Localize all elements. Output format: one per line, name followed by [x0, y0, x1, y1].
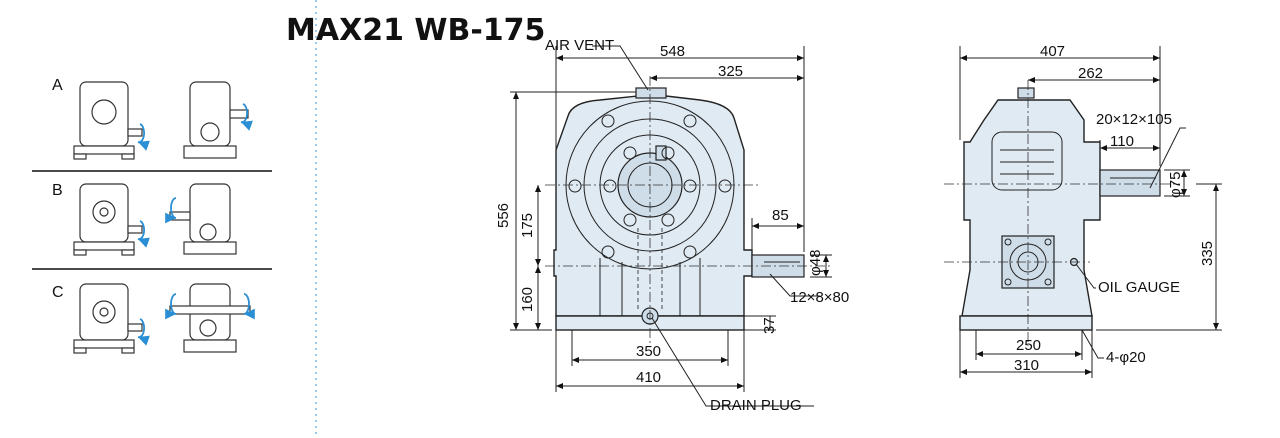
- dim-front-shaft-dia: φ48: [807, 250, 824, 276]
- drain-plug-leader: [651, 317, 814, 407]
- mount-label-a: A: [52, 77, 63, 94]
- front-bolt-holes: [568, 114, 732, 259]
- bolt-hole-leader: [1081, 329, 1104, 359]
- dim-front-175: 175: [519, 213, 536, 238]
- mount-b-side-icon: [165, 183, 237, 255]
- drain-plug-label: DRAIN PLUG: [710, 397, 802, 414]
- oil-gauge-label: OIL GAUGE: [1098, 279, 1180, 296]
- dim-side-407: 407: [1040, 43, 1065, 60]
- side-base: [959, 315, 1093, 331]
- mount-b-front-icon: [73, 183, 150, 256]
- side-air-vent-cap: [1017, 87, 1035, 99]
- dim-front-548: 548: [660, 43, 685, 60]
- air-vent-cap: [635, 87, 667, 99]
- dim-side-335: 335: [1199, 241, 1216, 266]
- oil-gauge-leader: [1075, 263, 1096, 289]
- dim-front-160: 160: [519, 287, 536, 312]
- mount-c-front-icon: [73, 283, 150, 354]
- dim-front-325: 325: [718, 63, 743, 80]
- side-view: 407 262 20×12×105 110 φ75 335 OIL GAUGE …: [944, 43, 1222, 378]
- mount-c-side-icon: [165, 283, 255, 353]
- dim-side-110: 110: [1110, 133, 1134, 150]
- side-keyway-leader: [1149, 127, 1186, 189]
- dim-front-350: 350: [636, 343, 661, 360]
- side-output-shaft: [1099, 169, 1161, 197]
- air-vent-label: AIR VENT: [545, 37, 614, 54]
- dim-side-keyway: 20×12×105: [1096, 111, 1172, 128]
- keyway-leader: [769, 273, 820, 297]
- dim-front-556: 556: [495, 203, 512, 228]
- mount-label-c: C: [52, 284, 64, 301]
- air-vent-leader: [592, 45, 649, 91]
- dim-side-262: 262: [1078, 65, 1103, 82]
- dim-front-410: 410: [636, 369, 661, 386]
- model-title: MAX21 WB-175: [286, 13, 545, 48]
- dim-side-310: 310: [1014, 357, 1039, 374]
- front-view: AIR VENT 548 325 556 175 160 85 φ48 12×8…: [495, 37, 849, 414]
- dim-front-keyway: 12×8×80: [790, 289, 849, 306]
- mount-a-front-icon: [73, 81, 150, 160]
- mount-label-b: B: [52, 182, 63, 199]
- mount-a-side-icon: [183, 81, 253, 159]
- dim-side-bolt-holes: 4-φ20: [1106, 349, 1146, 366]
- dim-side-250: 250: [1016, 337, 1041, 354]
- front-input-shaft: [751, 254, 805, 278]
- dim-front-37: 37: [761, 317, 778, 334]
- dim-side-shaft-dia: φ75: [1167, 172, 1184, 198]
- mounting-panel: A B C: [32, 0, 317, 438]
- dim-front-85: 85: [772, 207, 789, 224]
